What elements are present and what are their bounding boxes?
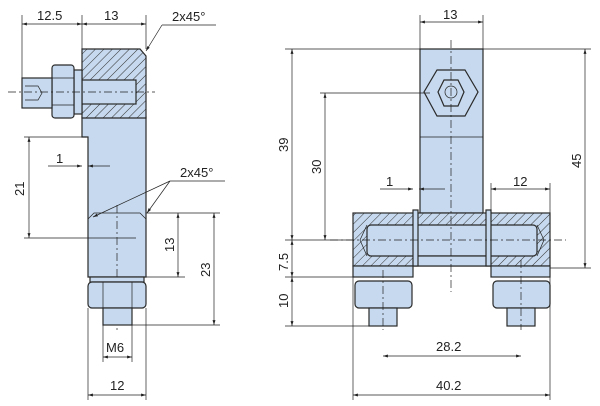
dim-13-lower: 13 [162,238,177,252]
dim-13-side: 13 [104,8,118,23]
right-foot [490,265,551,278]
dim-23: 23 [198,263,213,277]
pin [366,224,538,257]
lower-stud [102,307,133,326]
dim-10: 10 [276,294,291,308]
dim-39: 39 [276,138,291,152]
side-view: 12.5 13 2x45° 1 21 2x45° 13 23 M6 12 [8,8,225,400]
chamfer-top-label: 2x45° [172,9,205,24]
dim-1-side: 1 [56,151,63,166]
dim-13-front: 13 [443,7,457,22]
dim-1-front: 1 [386,174,393,189]
set-screw [21,77,53,109]
thread-label: M6 [106,340,124,355]
dim-30: 30 [309,160,324,174]
dim-40-2: 40.2 [436,378,461,393]
lower-nut [87,281,147,309]
dim-12-side: 12 [110,378,124,393]
front-view: 13 39 30 7.5 10 45 1 12 28.2 40.2 [276,7,591,400]
nut [51,64,75,119]
dim-12-front: 12 [513,174,527,189]
dim-21: 21 [12,182,27,196]
left-nut [354,280,413,309]
dim-28-2: 28.2 [436,339,461,354]
right-nut [492,280,551,309]
chamfer-lower-label: 2x45° [180,165,213,180]
dim-7-5: 7.5 [276,253,291,271]
dim-45: 45 [569,154,584,168]
lower-washer [89,276,145,283]
dim-12-5: 12.5 [37,8,62,23]
